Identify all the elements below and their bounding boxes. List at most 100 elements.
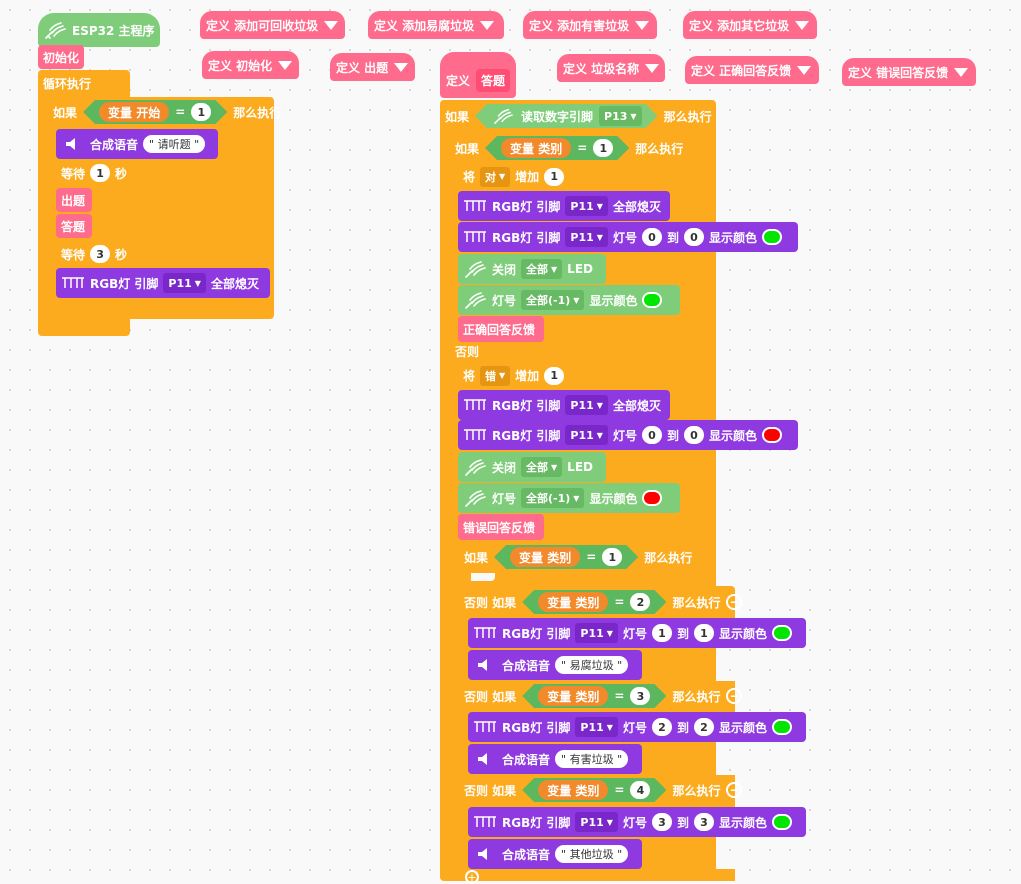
collapse-arrow-icon[interactable] (954, 67, 969, 77)
change-wrong-block[interactable]: 将 错▼ 增加 1 (458, 362, 583, 389)
color-swatch[interactable] (642, 490, 663, 506)
define-add-other-hat[interactable]: 定义 添加其它垃圾 (683, 11, 817, 39)
wait-seconds-input[interactable]: 1 (90, 164, 111, 182)
esp32-main-hat[interactable]: ESP32 主程序 (38, 13, 160, 47)
rgb-range-color-block[interactable]: RGB灯 引脚 P11▼ 灯号 0 到 0 显示颜色 (458, 420, 798, 450)
variable-dropdown[interactable]: 错▼ (480, 365, 511, 386)
rgb-range-color-block[interactable]: RGB灯 引脚 P11▼ 灯号 1 到 1 显示颜色 (468, 618, 806, 648)
lamp-color-block[interactable]: 灯号 全部(-1)▼ 显示颜色 (458, 285, 680, 315)
define-wrong-feedback-hat[interactable]: 定义 错误回答反馈 (842, 58, 976, 86)
from-input[interactable]: 0 (641, 426, 662, 444)
from-input[interactable]: 2 (651, 718, 672, 736)
to-input[interactable]: 1 (693, 624, 714, 642)
var-category-reporter[interactable]: 变量 类别 (538, 780, 608, 800)
call-correct-feedback-block[interactable]: 正确回答反馈 (458, 316, 544, 342)
collapse-arrow-icon[interactable] (635, 20, 650, 30)
rgb-range-color-block[interactable]: RGB灯 引脚 P11▼ 灯号 0 到 0 显示颜色 (458, 222, 798, 252)
rgb-all-off-block[interactable]: RGB灯 引脚 P11▼ 全部熄灭 (458, 390, 670, 420)
led-target-dropdown[interactable]: 全部▼ (521, 457, 563, 477)
speech-text-input[interactable]: " 有害垃圾 " (555, 750, 629, 768)
pin-dropdown[interactable]: P11▼ (565, 196, 608, 216)
elseif-4-row[interactable]: 否则 如果 变量 类别 = 4 那么执行 − (459, 775, 743, 813)
close-led-block[interactable]: 关闭 全部▼ LED (458, 452, 606, 482)
to-input[interactable]: 0 (683, 228, 704, 246)
pin-dropdown[interactable]: P13▼ (599, 106, 642, 126)
elseif-2-row[interactable]: 否则 如果 变量 类别 = 2 那么执行 − (459, 586, 743, 624)
color-swatch[interactable] (762, 427, 782, 443)
value-input[interactable]: 3 (630, 687, 650, 705)
pin-dropdown[interactable]: P11▼ (565, 227, 608, 247)
remove-branch-icon[interactable]: − (726, 594, 743, 610)
speech-block[interactable]: 合成语音 " 其他垃圾 " (468, 839, 642, 869)
var-category-reporter[interactable]: 变量 类别 (501, 138, 571, 158)
speech-block[interactable]: 合成语音 " 有害垃圾 " (468, 744, 642, 774)
pin-dropdown[interactable]: P11▼ (565, 425, 608, 445)
from-input[interactable]: 1 (651, 624, 672, 642)
pin-dropdown[interactable]: P11▼ (575, 812, 618, 832)
remove-branch-icon[interactable]: − (726, 782, 743, 798)
pin-dropdown[interactable]: P11▼ (565, 395, 608, 415)
lamp-dropdown[interactable]: 全部(-1)▼ (521, 290, 585, 310)
define-answer-hat[interactable]: 定义 答题 (440, 52, 516, 98)
equals-condition[interactable]: 变量 类别 = 4 (522, 778, 666, 802)
define-init-hat[interactable]: 定义 初始化 (202, 51, 299, 79)
collapse-arrow-icon[interactable] (480, 20, 495, 30)
speech-block[interactable]: 合成语音 " 请听题 " (56, 129, 218, 159)
wait-seconds-input[interactable]: 3 (90, 245, 111, 263)
pin-dropdown[interactable]: P11▼ (575, 623, 618, 643)
value-input[interactable]: 1 (602, 548, 622, 566)
equals-condition[interactable]: 变量 类别 = 1 (494, 545, 638, 569)
color-swatch[interactable] (642, 292, 663, 308)
to-input[interactable]: 3 (693, 813, 714, 831)
pin-dropdown[interactable]: P11▼ (163, 273, 206, 293)
define-correct-feedback-hat[interactable]: 定义 正确回答反馈 (685, 56, 819, 84)
equals-condition[interactable]: 变量 开始 = 1 (83, 100, 227, 124)
increase-value-input[interactable]: 1 (544, 366, 565, 385)
lamp-dropdown[interactable]: 全部(-1)▼ (521, 488, 585, 508)
collapse-arrow-icon[interactable] (797, 65, 812, 75)
collapse-arrow-icon[interactable] (394, 62, 409, 72)
from-input[interactable]: 0 (641, 228, 662, 246)
remove-branch-icon[interactable]: − (726, 688, 743, 704)
speech-block[interactable]: 合成语音 " 易腐垃圾 " (468, 650, 642, 680)
rgb-all-off-block[interactable]: RGB灯 引脚 P11▼ 全部熄灭 (458, 191, 670, 221)
var-category-reporter[interactable]: 变量 类别 (538, 686, 608, 706)
collapse-arrow-icon[interactable] (324, 20, 339, 30)
rgb-all-off-block[interactable]: RGB灯 引脚 P11▼ 全部熄灭 (56, 268, 270, 298)
speech-text-input[interactable]: " 其他垃圾 " (555, 845, 629, 863)
collapse-arrow-icon[interactable] (795, 20, 810, 30)
var-start-reporter[interactable]: 变量 开始 (99, 102, 169, 122)
define-add-recyclable-hat[interactable]: 定义 添加可回收垃圾 (200, 11, 345, 39)
equals-condition[interactable]: 变量 类别 = 3 (522, 684, 666, 708)
procedure-name[interactable]: 答题 (476, 69, 511, 92)
color-swatch[interactable] (762, 229, 782, 245)
color-swatch[interactable] (772, 719, 792, 735)
read-digital-pin-condition[interactable]: 读取数字引脚 P13▼ (475, 104, 658, 128)
rgb-range-color-block[interactable]: RGB灯 引脚 P11▼ 灯号 2 到 2 显示颜色 (468, 712, 806, 742)
from-input[interactable]: 3 (651, 813, 672, 831)
call-init-block[interactable]: 初始化 (38, 45, 84, 69)
define-add-hazardous-hat[interactable]: 定义 添加有害垃圾 (523, 11, 657, 39)
var-category-reporter[interactable]: 变量 类别 (538, 592, 608, 612)
value-input[interactable]: 1 (593, 139, 613, 157)
equals-condition[interactable]: 变量 类别 = 2 (522, 590, 666, 614)
value-input[interactable]: 4 (630, 781, 650, 799)
increase-value-input[interactable]: 1 (544, 167, 565, 186)
value-input[interactable]: 1 (191, 103, 211, 121)
var-category-reporter[interactable]: 变量 类别 (510, 547, 580, 567)
color-swatch[interactable] (772, 625, 792, 641)
call-question-block[interactable]: 出题 (56, 188, 92, 212)
close-led-block[interactable]: 关闭 全部▼ LED (458, 254, 606, 284)
speech-text-input[interactable]: " 请听题 " (143, 135, 206, 153)
speech-text-input[interactable]: " 易腐垃圾 " (555, 656, 629, 674)
variable-dropdown[interactable]: 对▼ (480, 166, 511, 187)
define-question-hat[interactable]: 定义 出题 (330, 53, 415, 81)
color-swatch[interactable] (772, 814, 792, 830)
pin-dropdown[interactable]: P11▼ (575, 717, 618, 737)
define-add-perishable-hat[interactable]: 定义 添加易腐垃圾 (368, 11, 504, 39)
equals-condition[interactable]: 变量 类别 = 1 (485, 136, 629, 160)
collapse-arrow-icon[interactable] (645, 63, 660, 73)
wait-1-block[interactable]: 等待 1 秒 (56, 160, 134, 186)
wait-3-block[interactable]: 等待 3 秒 (56, 241, 134, 267)
